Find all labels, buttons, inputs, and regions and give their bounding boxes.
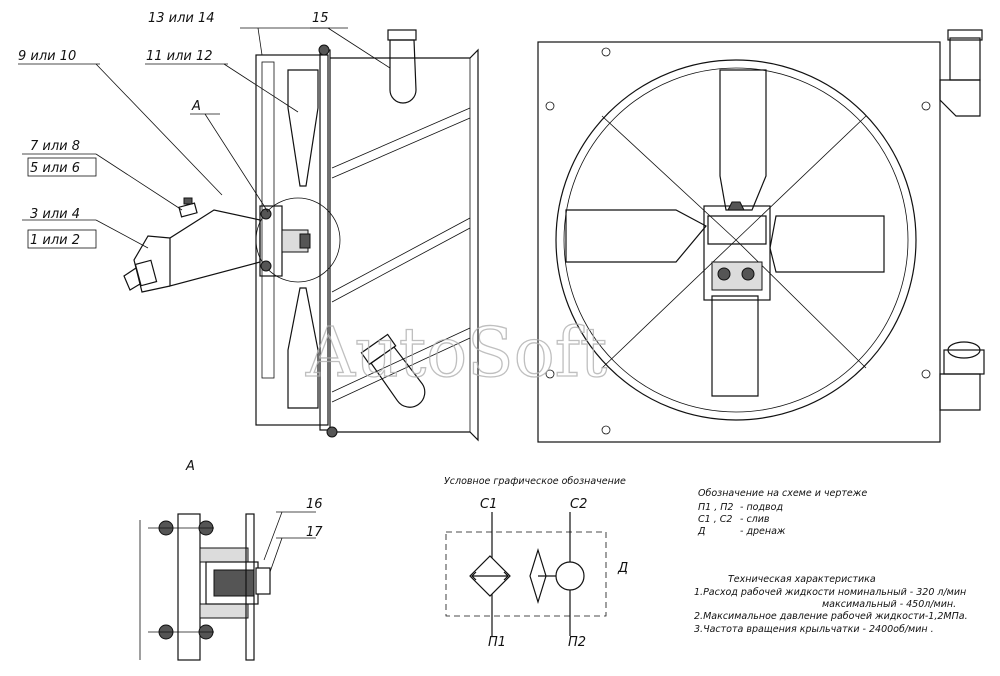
legend-code-2: С1 , С2 [698,514,732,525]
callout-11-12: 11 или 12 [146,49,213,64]
front-view [537,29,985,443]
legend-desc-1: - подвод [740,502,783,513]
detail-view-a [139,511,316,661]
callout-9-10: 9 или 10 [18,49,76,64]
spec-line-4: 3.Частота вращения крыльчатки - 2400об/м… [694,624,934,635]
callout-13-14: 13 или 14 [148,11,215,26]
port-c1: С1 [480,497,497,512]
legend-code-1: П1 , П2 [698,502,733,513]
callout-a: А [191,99,201,114]
legend-title: Обозначение на схеме и чертеже [698,488,867,499]
callout-3-4: 3 или 4 [30,207,80,222]
callout-7-8: 7 или 8 [30,139,80,154]
specs-title: Техническая характеристика [728,574,876,585]
side-view [18,27,479,442]
spec-line-1: 1.Расход рабочей жидкости номинальный - … [694,587,966,598]
legend-desc-2: - слив [740,514,770,525]
legend-desc-3: - дренаж [740,526,786,537]
port-p1: П1 [488,635,506,650]
callout-1-2: 1 или 2 [30,233,80,248]
watermark: AutoSoft [305,314,607,393]
detail-view-title: А [185,459,195,474]
callout-17: 17 [306,525,323,540]
callout-15: 15 [312,11,329,26]
port-p2: П2 [568,635,586,650]
port-c2: С2 [570,497,587,512]
legend-code-3: Д [697,526,705,537]
hydraulic-symbol [445,512,607,636]
callout-5-6: 5 или 6 [30,161,80,176]
labels: 13 или 14 15 9 или 10 11 или 12 А 7 или … [18,11,968,650]
port-d: Д [617,561,628,576]
symbol-title: Условное графическое обозначение [444,476,626,487]
callout-16: 16 [306,497,323,512]
spec-line-2: максимальный - 450л/мин. [822,599,956,610]
spec-line-3: 2.Максимальное давление рабочей жидкости… [694,611,968,622]
